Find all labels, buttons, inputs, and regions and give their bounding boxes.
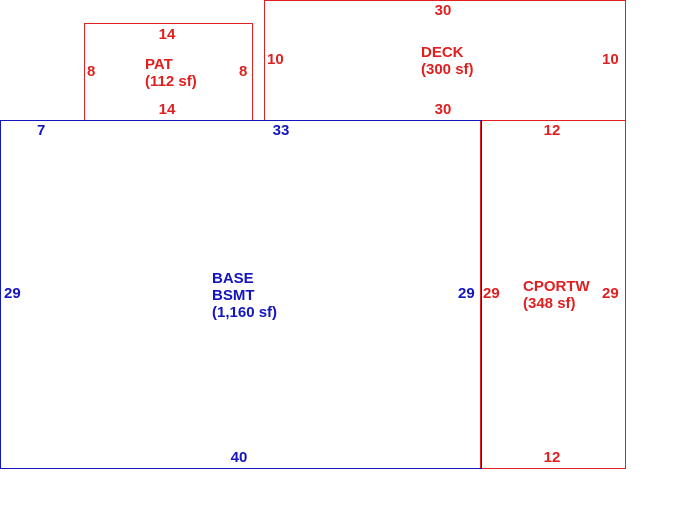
- cportw-name: CPORTW: [523, 278, 590, 295]
- base-right-dimension: 29: [458, 285, 475, 302]
- base-name-line2: BSMT: [212, 287, 255, 304]
- pat-label: PAT (112 sf): [145, 56, 197, 90]
- cportw-label: CPORTW (348 sf): [523, 278, 590, 312]
- cportw-area-outline: [480, 120, 626, 469]
- pat-area: (112 sf): [145, 73, 197, 90]
- cportw-right-dimension: 29: [602, 285, 619, 302]
- cportw-area: (348 sf): [523, 295, 576, 312]
- cportw-bottom-dimension: 12: [543, 449, 561, 466]
- deck-left-dimension: 10: [267, 51, 284, 68]
- base-bsmt-label: BASE BSMT (1,160 sf): [212, 270, 277, 321]
- base-top-left-dimension: 7: [37, 122, 46, 139]
- base-bsmt-area-outline: [0, 120, 482, 469]
- deck-right-dimension: 10: [602, 51, 619, 68]
- base-top-dimension: 33: [272, 122, 290, 139]
- base-area: (1,160 sf): [212, 304, 278, 321]
- base-left-dimension: 29: [4, 285, 21, 302]
- pat-name: PAT: [145, 56, 173, 73]
- base-name-line1: BASE: [212, 270, 254, 287]
- deck-bottom-dimension: 30: [434, 101, 452, 118]
- deck-top-dimension: 30: [434, 2, 452, 19]
- deck-label: DECK (300 sf): [421, 44, 474, 78]
- pat-bottom-dimension: 14: [158, 101, 176, 118]
- cportw-top-dimension: 12: [543, 122, 561, 139]
- deck-area: (300 sf): [421, 61, 474, 78]
- cportw-left-dimension: 29: [483, 285, 500, 302]
- base-bottom-dimension: 40: [230, 449, 248, 466]
- deck-name: DECK: [421, 44, 464, 61]
- pat-left-dimension: 8: [87, 63, 96, 80]
- pat-top-dimension: 14: [158, 26, 176, 43]
- pat-right-dimension: 8: [239, 63, 248, 80]
